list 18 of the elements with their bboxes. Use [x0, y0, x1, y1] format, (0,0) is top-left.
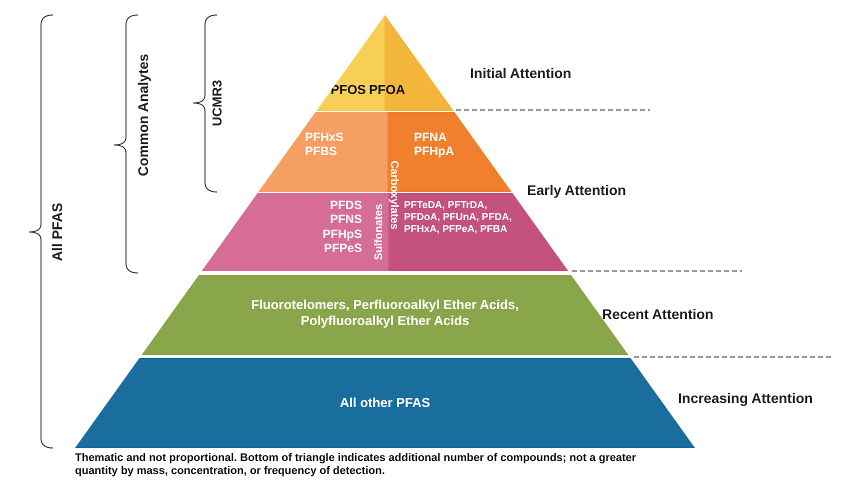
attention-label: Increasing Attention [678, 390, 813, 406]
tier-text: Fluorotelomers, Perfluoroalkyl Ether Acids, Polyfluoroalkyl Ether Acids [250, 297, 520, 328]
vertical-label: Carboxylates [388, 160, 400, 230]
tier-text: PFNA PFHpA [414, 130, 455, 159]
tier-text: PFOA [368, 82, 406, 98]
bracket-label: All PFAS [49, 202, 65, 262]
bracket-label: Common Analytes [135, 54, 151, 176]
tier-text: PFDS PFNS PFHpS PFPeS [322, 198, 362, 256]
tier-text: PFTeDA, PFTrDA, PFDoA, PFUnA, PFDA, PFHxA, PFPeA, PFBA [404, 200, 513, 236]
tier-text: PFOS [330, 82, 366, 98]
attention-label: Initial Attention [470, 65, 572, 81]
attention-label: Recent Attention [602, 306, 714, 322]
vertical-label: Sulfonates [373, 204, 385, 260]
attention-label: Early Attention [527, 182, 626, 198]
bracket-label: UCMR3 [210, 80, 224, 126]
tier-text: All other PFAS [338, 395, 432, 411]
tier-text: PFHxS PFBS [304, 130, 345, 159]
caption: Thematic and not proportional. Bottom of triangle indicates additional number of compounds; not a greater quantity by mass, concentration, or frequency of detection. [75, 452, 638, 478]
